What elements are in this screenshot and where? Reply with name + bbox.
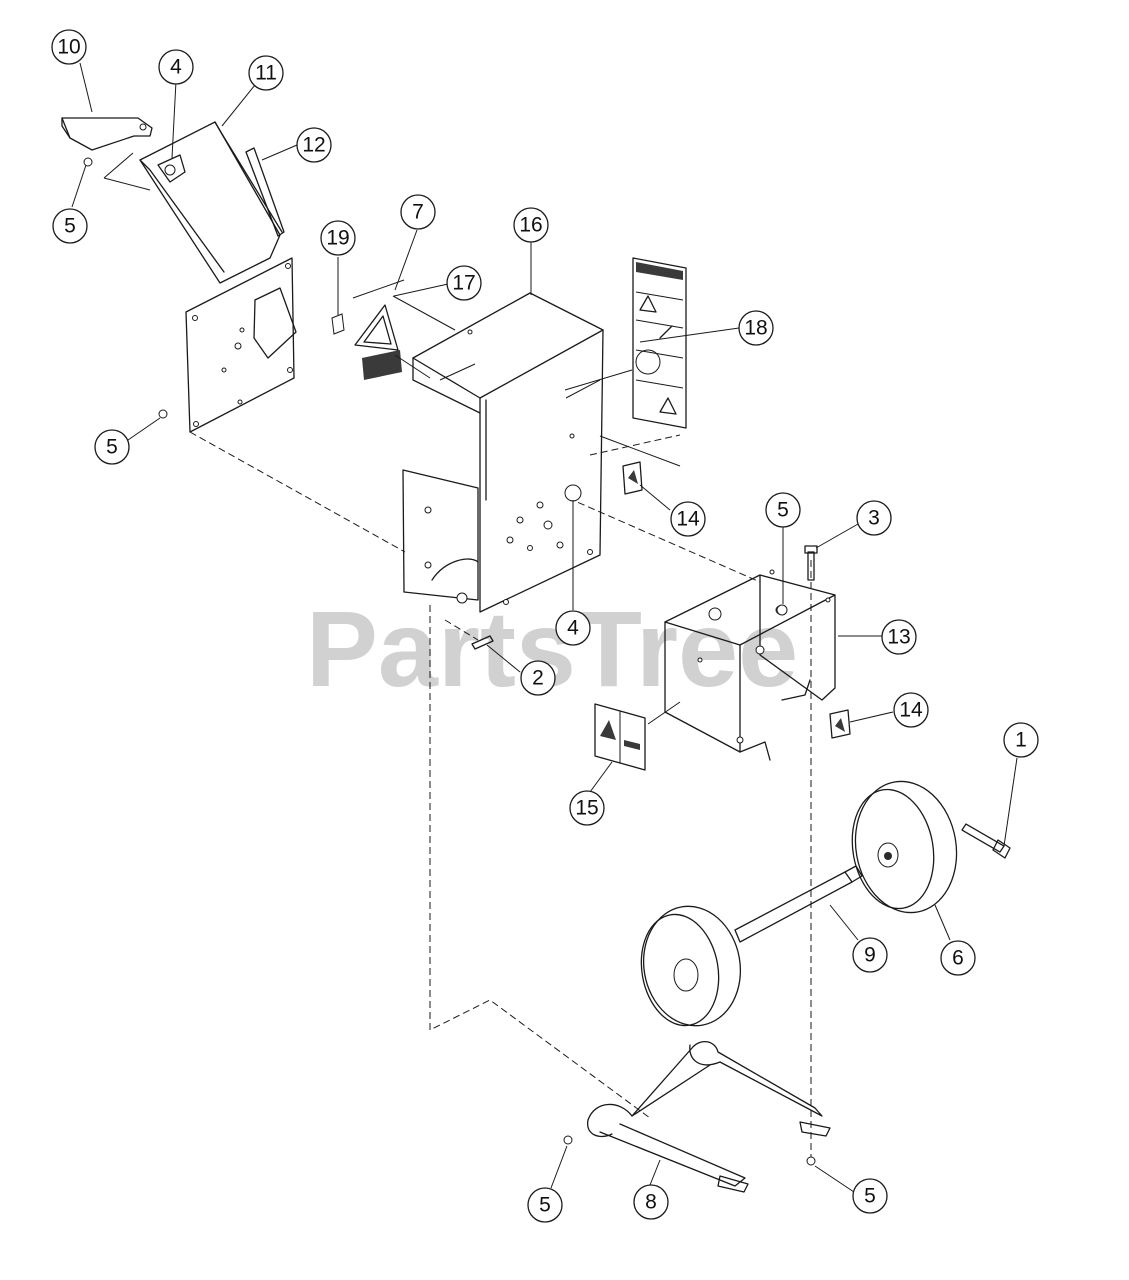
part-1-wheel-bolt: [961, 823, 1011, 859]
callout-label: 9: [864, 944, 876, 967]
part-4-bushing: [456, 592, 468, 604]
callout-label: 7: [412, 201, 424, 224]
hopper-plate: [185, 257, 297, 433]
part-7-decal: [352, 279, 405, 299]
callout-label: 18: [744, 317, 767, 340]
callout-label: 10: [57, 36, 80, 59]
part-5-nut-bracket: [776, 604, 788, 616]
callout-label: 5: [864, 1185, 876, 1208]
part-18-warning-decal: [632, 257, 687, 429]
callout-label: 13: [887, 626, 910, 649]
callout-14-upper[interactable]: 14: [670, 501, 706, 537]
callout-13[interactable]: 13: [881, 619, 917, 655]
part-8-frame: [587, 1041, 831, 1193]
callout-1[interactable]: 1: [1003, 722, 1039, 758]
callout-label: 12: [302, 134, 325, 157]
callout-16[interactable]: 16: [513, 207, 549, 243]
callout-3[interactable]: 3: [856, 500, 892, 536]
callout-10[interactable]: 10: [51, 29, 87, 65]
watermark-text: PartsTree: [306, 588, 798, 709]
callout-label: 5: [106, 436, 118, 459]
part-14-decal-lower: [829, 709, 851, 739]
part-16-housing: [402, 292, 604, 613]
part-14-decal-upper: [622, 461, 643, 495]
callout-17[interactable]: 17: [446, 265, 482, 301]
callout-label: 11: [255, 62, 277, 85]
callout-5-frame-right[interactable]: 5: [852, 1178, 888, 1214]
callout-5-frame-left[interactable]: 5: [527, 1187, 563, 1223]
callout-label: 16: [519, 214, 542, 237]
part-10-handle-bracket: [61, 117, 153, 151]
part-11-chute: [139, 121, 283, 284]
part-3-bolt: [804, 545, 818, 581]
part-10-guide-line: [103, 152, 134, 179]
callout-7[interactable]: 7: [400, 194, 436, 230]
callout-label: 14: [676, 508, 700, 531]
part-13-mount-bracket: [664, 569, 836, 761]
callout-label: 3: [868, 507, 880, 530]
callout-8[interactable]: 8: [633, 1184, 669, 1220]
part-5-nut-frame-left: [563, 1135, 573, 1145]
callout-4-chute[interactable]: 4: [158, 49, 194, 85]
callout-label: 4: [170, 56, 182, 79]
callout-label: 15: [575, 797, 598, 820]
callout-12[interactable]: 12: [296, 127, 332, 163]
callout-label: 4: [567, 617, 579, 640]
callout-label: 1: [1015, 729, 1027, 752]
part-6-wheel-left: [640, 905, 742, 1027]
callout-2[interactable]: 2: [520, 660, 556, 696]
callout-6[interactable]: 6: [940, 940, 976, 976]
callout-label: 6: [952, 947, 964, 970]
callout-label: 17: [452, 272, 475, 295]
callout-label: 19: [326, 227, 349, 250]
part-5-nut-frame-right: [806, 1156, 816, 1166]
callout-label: 5: [539, 1194, 551, 1217]
part-9-axle: [734, 865, 863, 943]
callout-label: 2: [532, 667, 544, 690]
part-5-nut-handle: [83, 157, 93, 167]
callout-5-bracket[interactable]: 5: [765, 492, 801, 528]
callout-15[interactable]: 15: [569, 790, 605, 826]
callout-14-lower[interactable]: 14: [893, 692, 929, 728]
callout-5-hopper[interactable]: 5: [94, 429, 130, 465]
callout-label: 5: [777, 499, 789, 522]
part-5-nut-hopper: [158, 409, 168, 419]
callout-4-housing[interactable]: 4: [555, 610, 591, 646]
part-6-wheel-right: [851, 780, 958, 914]
part-19-decal: [331, 313, 345, 335]
callout-19[interactable]: 19: [320, 220, 356, 256]
callout-18[interactable]: 18: [738, 310, 774, 346]
callout-5-handle[interactable]: 5: [52, 208, 88, 244]
part-12-strip: [245, 147, 285, 237]
part-15-decal: [594, 703, 646, 771]
callout-label: 8: [645, 1191, 657, 1214]
callout-label: 14: [899, 699, 923, 722]
callouts: 10 4 11 12 5 7 19 17: [51, 29, 1039, 1223]
part-17-triangle-decal: [354, 304, 402, 380]
callout-11[interactable]: 11: [248, 55, 284, 91]
callout-leaders: [71, 62, 1018, 1193]
callout-9[interactable]: 9: [852, 937, 888, 973]
part-2-key: [471, 635, 494, 650]
callout-label: 5: [64, 215, 76, 238]
